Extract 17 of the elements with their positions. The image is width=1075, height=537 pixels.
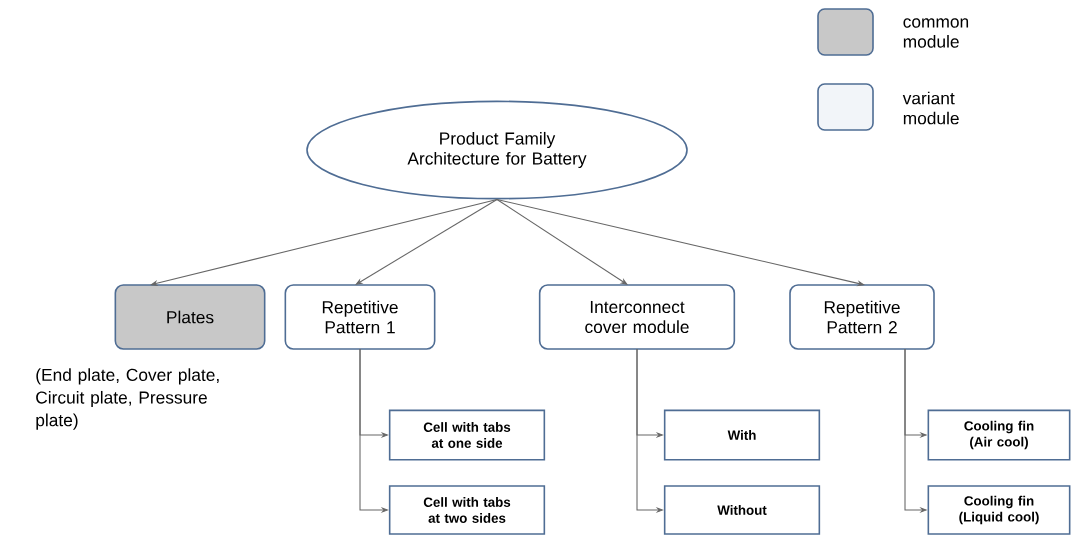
arrow xyxy=(150,198,498,287)
option-box: Cooling fin (Liquid cool) xyxy=(927,485,1071,535)
module-box: Plates xyxy=(114,284,266,350)
module-box: Interconnect cover module xyxy=(538,284,736,350)
module-box: Repetitive Pattern 2 xyxy=(789,284,935,350)
arrow xyxy=(355,198,498,285)
module-box: Repetitive Pattern 1 xyxy=(284,284,436,350)
legend-text: variant module xyxy=(902,91,959,125)
legend-text: common module xyxy=(903,18,969,48)
ellipse-node: Product Family Architecture for Battery xyxy=(306,100,688,200)
arrow xyxy=(496,198,628,285)
option-box: With xyxy=(663,409,821,461)
option-box: Cooling fin (Air cool) xyxy=(927,409,1071,461)
option-box: Cell with tabs at two sides xyxy=(388,485,546,535)
note-text: (End plate, Cover plate, Circuit plate, Pressure plate) xyxy=(36,368,219,430)
option-box: Without xyxy=(663,485,821,535)
option-box: Cell with tabs at one side xyxy=(388,409,546,461)
